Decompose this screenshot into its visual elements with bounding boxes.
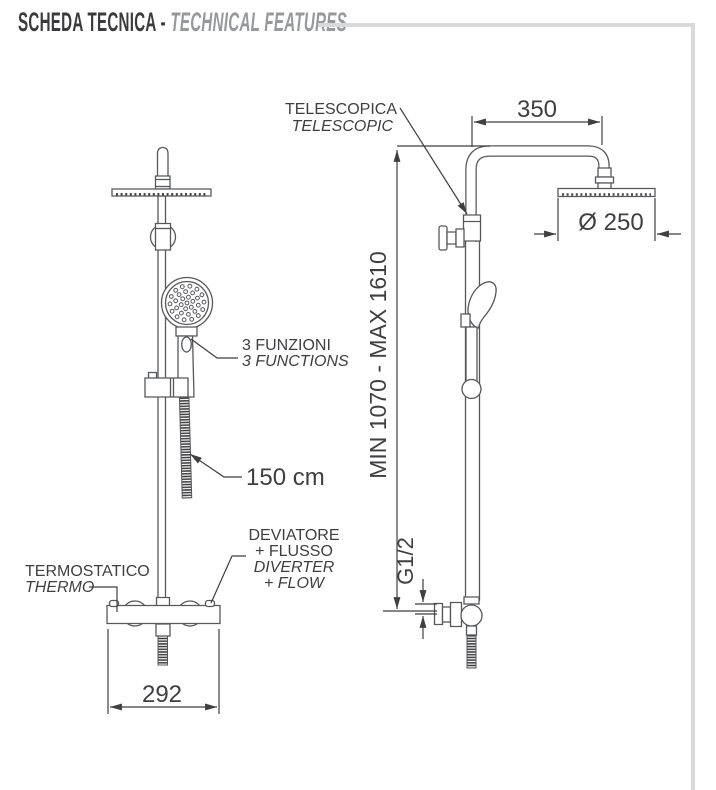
left-view-front-drawing: 3 FUNZIONI 3 FUNCTIONS 150 cm TERMOSTATI… [25, 148, 349, 715]
label-telescopic-it: TELESCOPICA [285, 101, 397, 118]
right-view-side-drawing: TELESCOPICA TELESCOPIC 350 Ø 250 [285, 96, 681, 668]
function-button [182, 337, 192, 352]
dim-height-range-text: MIN 1070 - MAX 1610 [365, 251, 391, 479]
label-functions-en: 3 FUNCTIONS [242, 353, 349, 370]
page-title: SCHEDA TECNICA - TECHNICAL FEATURES [18, 9, 347, 36]
telescopic-arm [471, 151, 604, 242]
right-border-line [691, 23, 695, 790]
left-thermostatic-valve [107, 598, 220, 666]
left-slider-bracket [145, 373, 188, 398]
dim-250-text: Ø 250 [578, 209, 643, 236]
dimension-292: 292 [108, 629, 219, 714]
label-diverter-en1: DIVERTER [254, 559, 335, 576]
left-top-cap [156, 148, 171, 191]
left-outlet-hose [158, 636, 168, 665]
title-rule-line [318, 23, 695, 27]
wall-bracket [439, 226, 464, 250]
label-hose-length: 150 cm [246, 464, 325, 491]
label-thermostatic-en: THERMO [25, 579, 94, 596]
label-telescopic-en: TELESCOPIC [292, 118, 394, 135]
left-riser-pole [158, 196, 166, 606]
dim-292-text: 292 [142, 681, 182, 708]
label-diverter-it2: + FLUSSO [255, 543, 333, 560]
left-ball-joint [151, 224, 176, 251]
right-rain-head-side [558, 189, 655, 197]
left-hand-shower-face [162, 278, 213, 329]
right-hand-shower-side [461, 282, 496, 399]
thermostatic-leader-line [89, 587, 117, 612]
hand-shower-nozzles [168, 284, 206, 321]
label-thermostatic-it: TERMOSTATICO [25, 563, 150, 580]
dimension-head-diameter: Ø 250 [534, 198, 681, 241]
left-rain-head-side [112, 189, 211, 196]
telescopic-clamp [464, 215, 481, 241]
label-functions-it: 3 FUNZIONI [242, 337, 331, 354]
left-flexible-hose [179, 397, 191, 498]
dimension-350: 350 [472, 96, 602, 147]
telescopic-leader-line [400, 108, 467, 214]
right-valve-side [435, 597, 483, 668]
page-title-english: TECHNICAL FEATURES [170, 7, 348, 37]
dim-g12-text: G1/2 [393, 537, 418, 585]
label-diverter-it1: DEVIATORE [249, 527, 340, 544]
right-outlet-hose [467, 635, 476, 668]
functions-leader-line [191, 339, 238, 358]
dimension-height-range: MIN 1070 - MAX 1610 [365, 146, 490, 611]
right-ball-joint [462, 380, 481, 399]
label-diverter-block: DEVIATORE + FLUSSO DIVERTER + FLOW [249, 527, 340, 592]
label-diverter-en2: + FLOW [264, 575, 326, 592]
right-head-connector [596, 168, 614, 189]
hose-length-leader-line [190, 454, 242, 477]
dimension-inlet-thread: G1/2 [393, 537, 437, 639]
dim-350-text: 350 [517, 96, 557, 123]
page-title-italian: SCHEDA TECNICA - [18, 7, 171, 37]
diverter-leader-line [211, 556, 246, 603]
